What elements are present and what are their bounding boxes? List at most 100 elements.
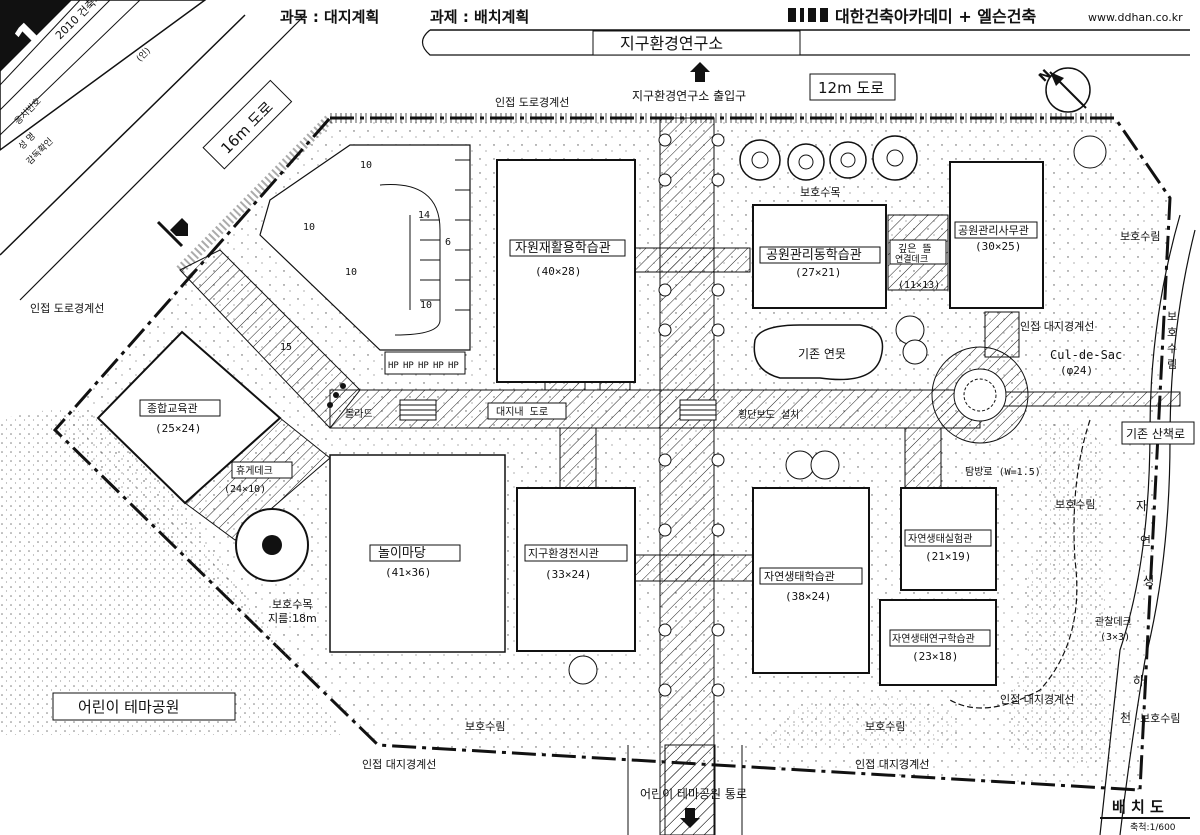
building-dim: (38×24) [785,590,831,603]
building-earth-env-exhibition: 지구환경전시관 (33×24) [516,487,636,652]
right-edge-v2: 호 [1167,326,1177,339]
top-road-label: 지구환경연구소 [620,34,723,53]
obs-deck-label: 관찰데크 [1095,616,1132,628]
stream-char-3: 생 [1143,574,1154,588]
large-protected-tree-icon [235,508,309,582]
drawing-title-block: 배 치 도 축척:1/600 [1100,798,1190,833]
play-yard: 놀이마당 (41×36) [329,454,506,653]
subject-label: 과목 : 대지계획 [280,8,379,26]
tree-icon [872,135,918,181]
protected-forest-right2-label: 보호수림 [1055,498,1095,511]
task-label: 과제 : 배치계획 [430,8,529,26]
building-eco-lab: 자연생태실험관 (21×19) [900,487,997,591]
building-park-mgmt-office: 공원관리사무관 (30×25) [949,161,1044,309]
stream-char-2: 연 [1140,534,1151,548]
bottom-path [627,744,743,835]
brand-label: 대한건축아카데미 + 엘슨건축 [835,7,1036,26]
building-name: 놀이마당 [378,546,426,561]
building-dim: (21×19) [925,550,971,563]
trail-and-stream: 기존 산책로 자 연 생 하 천 [949,214,1196,835]
hp-stall-2: HP [403,361,414,371]
tree-icon [829,141,867,179]
protected-forest-bottom1-label: 보호수림 [465,720,505,733]
tree-icon [739,139,781,181]
parking-count-4: 10 [345,267,357,278]
north-arrow-icon: N [1036,67,1091,113]
protected-forest-right [760,420,1110,763]
building-dim: (41×36) [385,566,431,579]
road-12m-label: 12m 도로 [818,79,884,97]
building-name: 자연생태연구학습관 [892,633,975,645]
building-name: 종합교육관 [147,402,198,415]
hp-stall-5: HP [448,361,459,371]
parking-count-5: 10 [420,300,432,311]
building-dim: (23×18) [912,650,958,663]
right-edge-v1: 보 [1167,310,1177,323]
right-edge-v4: 림 [1167,358,1177,371]
obs-deck-dim: (3×3) [1100,632,1130,643]
drawing-scale: 축척:1/600 [1130,822,1176,833]
hp-stall-1: HP [388,361,399,371]
stream-char-5: 천 [1120,710,1131,725]
vehicle-road-label: 대지내 도로 [496,406,548,418]
park-label: 어린이 테마공원 [78,698,179,716]
culdesac-dim: (φ24) [1060,364,1093,377]
top-road: 지구환경연구소 지구환경연구소 출입구 12m 도로 인접 도로경계선 [421,29,1190,109]
header: 과목 : 대지계획 과제 : 배치계획 대한건축아카데미 + 엘슨건축 www.… [280,7,1183,26]
stream-char-4: 하 [1133,674,1144,688]
internal-roads: Cul-de-Sac (φ24) [179,117,1181,835]
protected-trees-top-label: 보호수목 [800,186,840,199]
tree-icon [787,143,825,181]
crosswalk-label: 횡단보도 설치 [738,409,799,421]
building-dim: (27×21) [795,266,841,279]
building-dim: (25×24) [155,422,201,435]
building-eco-learning: 자연생태학습관 (38×24) [752,487,870,674]
building-name: 지구환경전시관 [528,547,599,560]
parking-count-3: 10 [303,222,315,233]
drawing-title: 배 치 도 [1112,798,1164,816]
brand-url: www.ddhan.co.kr [1088,11,1183,24]
right-edge-v3: 수 [1167,342,1177,355]
rest-deck-label: 휴게데크 [236,465,273,477]
parking-stall-lines [420,159,470,311]
bridge-label: 탐방로 (W=1.5) [965,466,1041,478]
brand-logo-icon [788,8,828,22]
protected-tree-left-dim: 지름:18m [268,612,317,625]
parking-area: 10 6 10 10 10 15 14 HP HP HP HP HP 볼라드 [259,144,471,420]
adj-site-right-label: 인접 대지경계선 [1020,320,1094,333]
hp-stall-4: HP [433,361,444,371]
building-name: 자연생태학습관 [764,570,835,583]
link-deck-dim: (11×13) [898,280,940,291]
hp-stall-3: HP [418,361,429,371]
building-name: 공원관리사무관 [958,224,1029,237]
building-name: 자원재활용학습관 [515,241,611,256]
link-deck-label: 깊은 뜰 [898,243,932,255]
adj-road-left-label: 인접 도로경계선 [30,302,104,315]
protected-forest-area-left [0,410,345,735]
protected-forest-right3-label: 보호수림 [1140,712,1180,725]
building-general-education: 종합교육관 (25×24) [96,330,282,505]
park-label-box: 어린이 테마공원 [52,692,236,721]
parking-count-1: 10 [360,160,372,171]
building-recycle-learning: 자원재활용학습관 (40×28) [496,159,636,383]
link-deck-sub: 연결데크 [895,254,928,265]
link-deck: 깊은 뜰 연결데크 (11×13) [887,214,949,291]
protected-forest-right1-label: 보호수림 [1120,230,1160,243]
building-park-mgmt-learning: 공원관리동학습관 (27×21) [752,204,887,309]
stream-char-1: 자 [1136,499,1147,513]
adj-site-lower-right-label: 인접 대지경계선 [1000,693,1074,706]
parking-count-2: 6 [445,237,451,248]
adj-site-bottom-right-label: 인접 대지경계선 [855,758,929,771]
buildings: 자원재활용학습관 (40×28) 공원관리동학습관 (27×21) 공원관리사무… [96,159,1044,686]
parking-count-7: 14 [418,210,430,221]
protected-tree-left-label: 보호수목 [272,598,312,611]
building-dim: (40×28) [535,265,581,278]
building-dim: (33×24) [545,568,591,581]
rest-deck: 휴게데크 (24×10) [184,417,331,541]
hp-parking-row: HP HP HP HP HP [384,351,466,375]
adj-site-bottom-left-label: 인접 대지경계선 [362,758,436,771]
building-name: 공원관리동학습관 [766,248,862,263]
bollard-icon [327,383,346,408]
building-name: 자연생태실험관 [908,533,972,545]
